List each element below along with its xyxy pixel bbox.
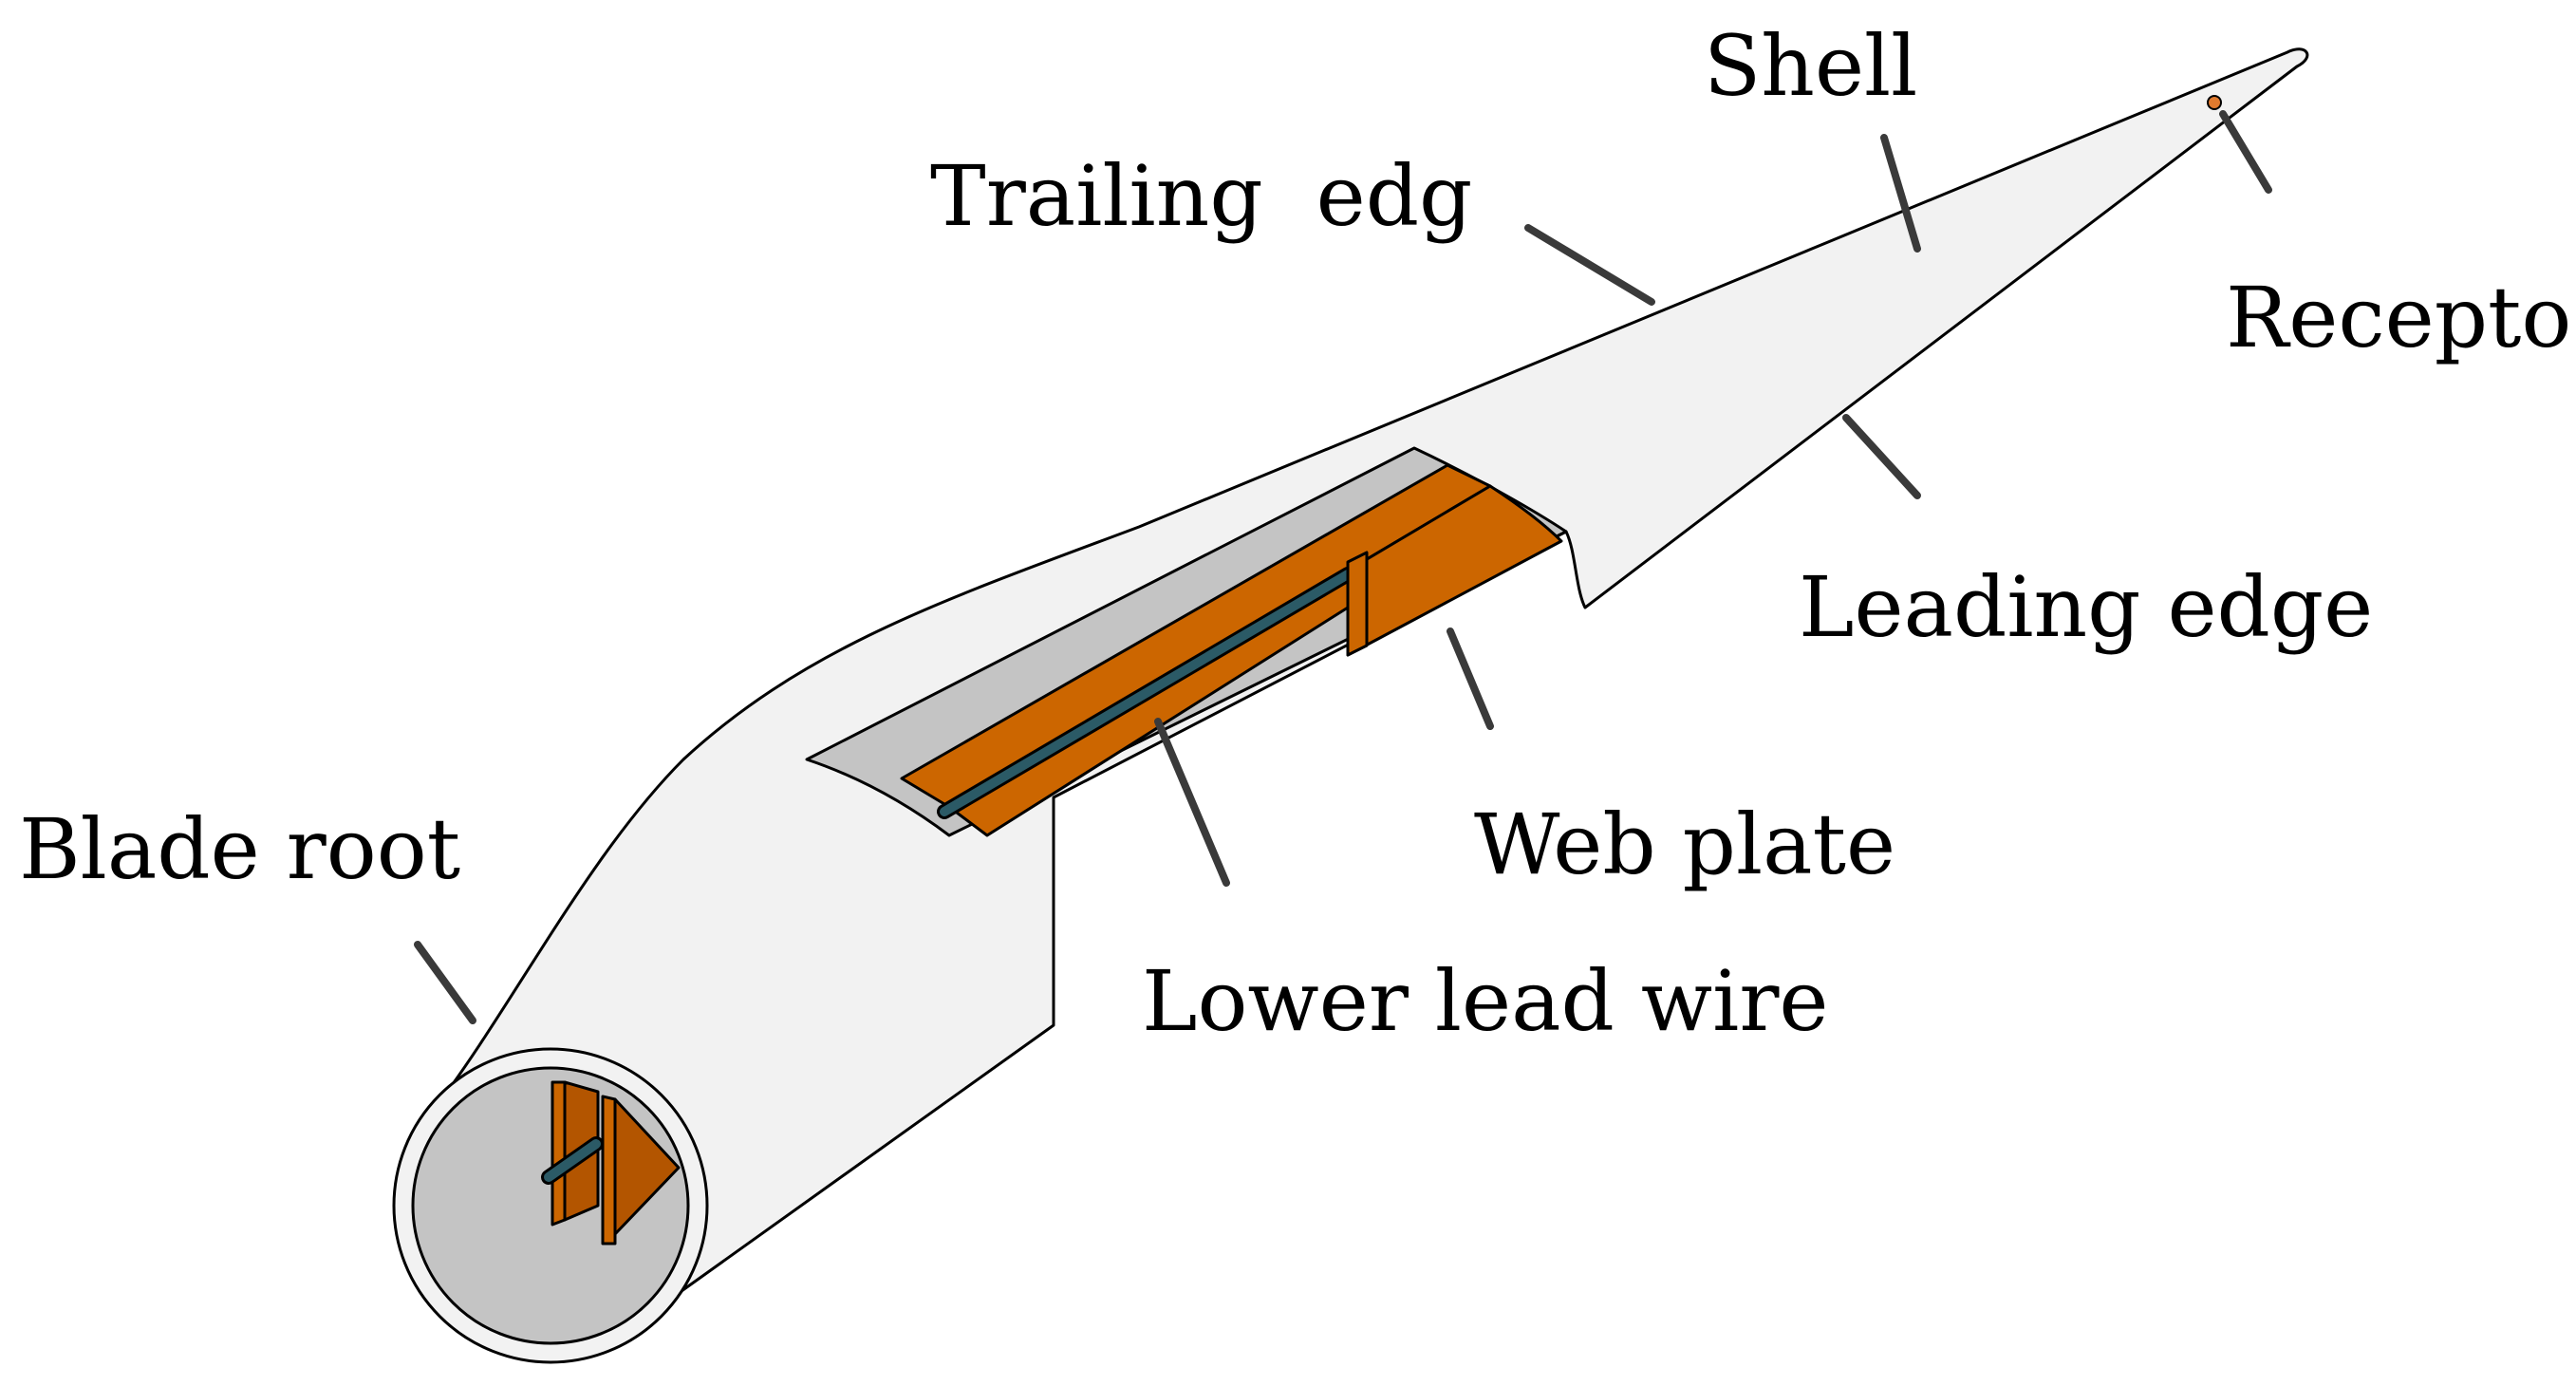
label-receptor: Recepto xyxy=(2226,269,2571,366)
leader-receptor xyxy=(2219,110,2272,194)
leader-blade-root xyxy=(414,941,476,1024)
root-ring-inner xyxy=(411,1066,690,1345)
root-web-left xyxy=(551,1080,567,1227)
leader-trailing-edge xyxy=(1524,224,1655,306)
leader-shell xyxy=(1880,134,1921,253)
leader-web-plate xyxy=(1447,627,1494,730)
blade-shell xyxy=(435,47,2309,1312)
leader-leading-edge xyxy=(1842,414,1921,499)
label-shell: Shell xyxy=(1704,17,1917,115)
web-plate-face xyxy=(1346,551,1369,657)
label-trailing-edge: Trailing edg xyxy=(930,147,1472,245)
root-web-right-side xyxy=(613,1097,681,1236)
root-lead-wire-fill xyxy=(544,1139,601,1182)
label-leading-edge: Leading edge xyxy=(1799,558,2373,656)
label-web-plate: Web plate xyxy=(1474,796,1895,893)
root-web-right xyxy=(601,1095,617,1246)
receptor-dot xyxy=(2207,95,2222,110)
leader-lower-lead-wire xyxy=(1154,718,1230,887)
label-lower-lead-wire: Lower lead wire xyxy=(1142,952,1828,1050)
lead-wire-span-fill xyxy=(940,570,1353,816)
label-blade-root: Blade root xyxy=(19,800,460,898)
